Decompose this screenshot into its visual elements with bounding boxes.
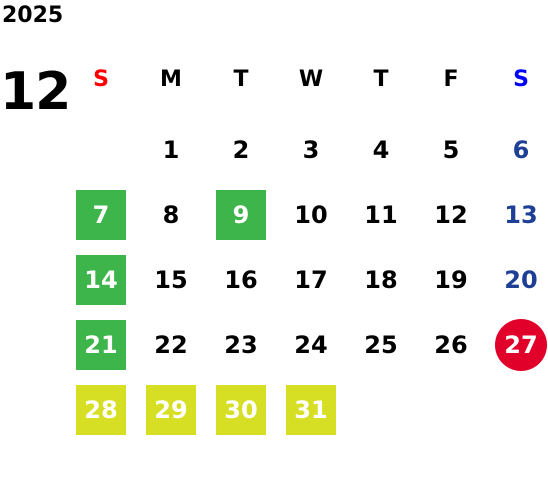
weekday-monday: M (160, 67, 182, 92)
day-cell[interactable]: 1 (162, 136, 180, 164)
weekday-sunday: S (93, 67, 109, 92)
day-cell[interactable]: 15 (154, 266, 188, 294)
year-label: 2025 (2, 3, 64, 28)
day-cell[interactable]: 2 (232, 136, 250, 164)
day-cell-saturday[interactable]: 6 (512, 136, 530, 164)
day-cell-saturday[interactable]: 13 (504, 201, 538, 229)
day-cell[interactable]: 23 (224, 331, 258, 359)
day-cell[interactable]: 22 (154, 331, 188, 359)
day-cell[interactable]: 26 (434, 331, 468, 359)
weekday-tuesday: T (233, 67, 249, 92)
day-cell[interactable]: 3 (302, 136, 320, 164)
day-cell-highlighted[interactable]: 28 (76, 385, 126, 435)
day-cell[interactable]: 25 (364, 331, 398, 359)
day-cell-highlighted[interactable]: 31 (286, 385, 336, 435)
day-cell-highlighted[interactable]: 14 (76, 255, 126, 305)
weekday-thursday: T (373, 67, 389, 92)
day-cell[interactable]: 18 (364, 266, 398, 294)
day-cell-highlighted[interactable]: 21 (76, 320, 126, 370)
day-cell[interactable]: 16 (224, 266, 258, 294)
day-cell-highlighted[interactable]: 9 (216, 190, 266, 240)
day-cell[interactable]: 17 (294, 266, 328, 294)
day-cell-circled[interactable]: 27 (495, 319, 547, 371)
day-cell[interactable]: 4 (372, 136, 390, 164)
weekday-friday: F (443, 67, 459, 92)
day-cell-highlighted[interactable]: 30 (216, 385, 266, 435)
weekday-wednesday: W (298, 67, 324, 92)
day-cell[interactable]: 12 (434, 201, 468, 229)
day-cell-saturday[interactable]: 20 (504, 266, 538, 294)
day-cell-highlighted[interactable]: 7 (76, 190, 126, 240)
day-cell[interactable]: 19 (434, 266, 468, 294)
weekday-saturday: S (513, 67, 529, 92)
day-cell[interactable]: 11 (364, 201, 398, 229)
month-number: 12 (0, 62, 71, 122)
day-cell[interactable]: 10 (294, 201, 328, 229)
day-cell-highlighted[interactable]: 29 (146, 385, 196, 435)
day-cell[interactable]: 24 (294, 331, 328, 359)
day-cell[interactable]: 8 (162, 201, 180, 229)
day-cell[interactable]: 5 (442, 136, 460, 164)
